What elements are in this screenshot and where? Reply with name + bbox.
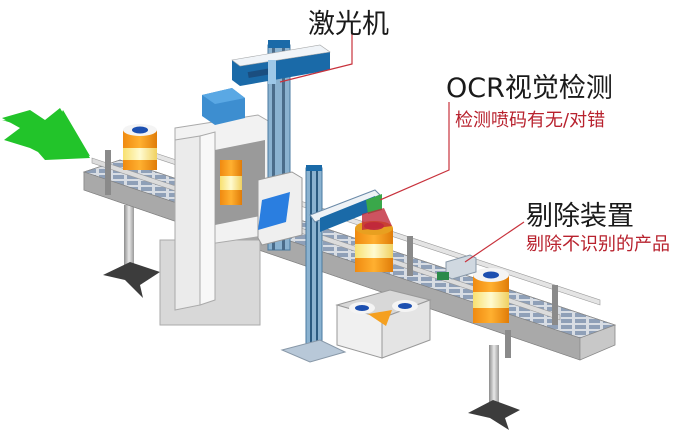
product-can-3: [355, 221, 393, 272]
arrow-shape: [2, 110, 90, 156]
reject-device: [437, 254, 477, 280]
callout-title-ocr: OCR视觉检测: [446, 73, 613, 104]
callout-title-reject: 剔除装置: [526, 201, 634, 232]
laser-head: [202, 44, 331, 125]
product-can-1: [123, 124, 157, 170]
stand-left: [103, 205, 160, 298]
callout-line-ocr: [379, 102, 450, 201]
product-can-4: [473, 268, 509, 323]
callout-subtitle-ocr: 检测喷码有无/对错: [455, 110, 606, 131]
callout-line-laser: [279, 34, 353, 83]
callout-line-reject: [464, 221, 525, 263]
callout-subtitle-reject: 剔除不识别的产品: [526, 234, 670, 255]
reject-bin: [335, 289, 432, 359]
ocr-camera-arm: [309, 189, 392, 232]
product-can-2: [220, 160, 242, 205]
stand-right: [468, 345, 520, 430]
callout-title-laser: 激光机: [308, 9, 389, 40]
hmi-panel: [257, 171, 303, 246]
laser-cabinet: [159, 114, 271, 326]
